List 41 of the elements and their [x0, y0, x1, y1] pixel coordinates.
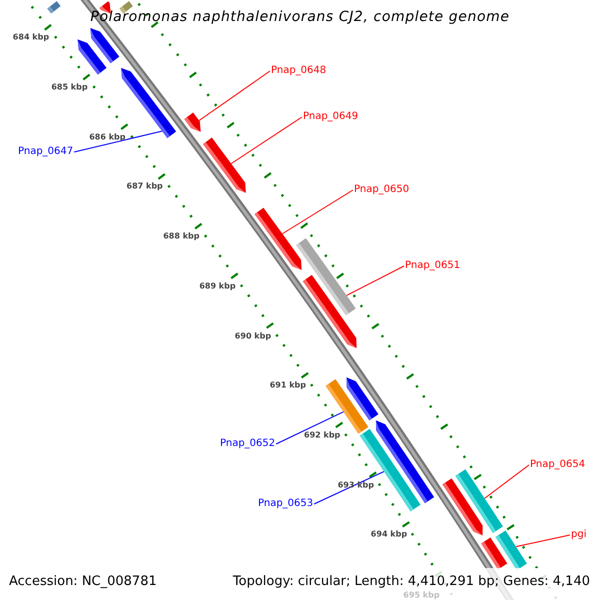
leader-line: [276, 411, 344, 444]
leader-line: [314, 471, 384, 504]
gene-bar: [47, 1, 61, 14]
gene-label: Pnap_0653: [258, 498, 314, 510]
scale-label: 692 kbp: [304, 430, 340, 440]
gene-label: Pnap_0651: [405, 260, 460, 272]
leader-line: [230, 116, 302, 164]
gene-label: Pnap_0654: [530, 459, 586, 471]
gene-label: Pnap_0647: [18, 146, 74, 158]
gene-label: pgi: [571, 529, 586, 541]
map-title: Polaromonas naphthalenivorans CJ2, complete genome: [90, 9, 510, 25]
scale-label: 693 kbp: [338, 480, 374, 490]
scale-label: 695 kbp: [403, 590, 440, 600]
gene-bar: [184, 112, 201, 132]
scale-label: 686 kbp: [89, 132, 126, 142]
scale-label: 688 kbp: [163, 232, 200, 241]
scale-label: 694 kbp: [370, 530, 408, 539]
leader-line: [484, 464, 530, 499]
gene-label: Pnap_0648: [271, 65, 326, 77]
map-info: Accession: NC_008781: [9, 574, 157, 589]
scale-label: 685 kbp: [51, 82, 88, 92]
gene-bar: [455, 469, 503, 534]
scale-label: 689 kbp: [199, 281, 236, 290]
leader-line: [198, 70, 270, 122]
scale-label: 691 kbp: [270, 380, 306, 390]
gene-label: Pnap_0652: [220, 438, 276, 450]
map-info: Topology: circular; Length: 4,410,291 bp; Genes: 4,140: [232, 574, 590, 589]
scale-label: 690 kbp: [234, 331, 272, 340]
leader-line: [515, 534, 570, 548]
leader-line: [282, 190, 354, 234]
gene-bar: [254, 208, 302, 270]
gene-bar: [360, 428, 421, 512]
scale-label: 687 kbp: [126, 182, 163, 191]
gene-bar: [346, 377, 378, 420]
leader-line: [74, 130, 163, 152]
gene-bar: [302, 274, 357, 348]
gene-bar: [203, 138, 246, 193]
leader-line: [346, 266, 404, 296]
gene-label: Pnap_0650: [354, 184, 410, 196]
scale-label: 684 kbp: [12, 32, 50, 42]
gene-label: Pnap_0649: [303, 111, 358, 123]
